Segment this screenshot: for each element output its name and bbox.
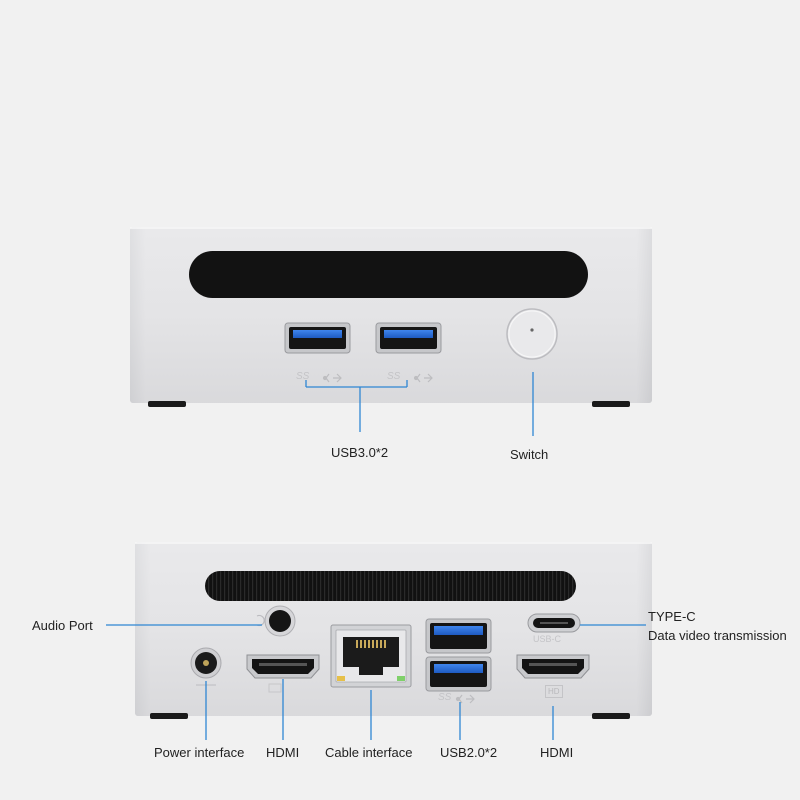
back-foot-right [592,713,630,719]
dc-power-jack [190,647,222,686]
back-unit [106,542,652,740]
audio-jack [256,605,296,637]
usb3-port-left [284,322,351,354]
ss-mark-left: SS [296,371,310,382]
cable-interface-label: Cable interface [325,745,413,760]
hd-mark: HD [545,685,563,698]
usb-c-port [527,613,581,633]
front-vent-slot [189,251,588,298]
ss-mark-back: SS [438,692,452,703]
usb3-port-right [375,322,442,354]
ss-usb-icon-left [322,373,342,383]
hdmi-right-label: HDMI [540,745,574,760]
usb2-port-bottom [425,656,492,692]
usb2-label: USB2.0*2 [440,745,498,760]
back-foot-left [150,713,188,719]
front-unit [130,227,652,436]
ss-usb-icon-right [413,373,433,383]
hdmi-left-label: HDMI [266,745,300,760]
power-button [506,308,558,360]
usb3-label: USB3.0*2 [331,445,389,460]
back-callout-lines [106,624,646,740]
typec-title-label: TYPE-C [648,609,696,624]
ss-mark-right: SS [387,371,401,382]
switch-label: Switch [510,447,549,462]
ss-usb-icon-back [455,694,475,704]
front-foot-left [148,401,186,407]
ethernet-port [330,624,412,688]
front-foot-right [592,401,630,407]
front-callout-lines [305,372,534,436]
audio-port-label: Audio Port [32,618,93,633]
power-interface-label: Power interface [154,745,245,760]
hdmi-port-left [246,654,320,693]
hdmi-port-right [516,654,590,679]
usb2-port-top [425,618,492,654]
usb-c-mark: USB-C [533,634,562,644]
typec-desc-label: Data video transmission [648,628,787,643]
back-vent-grille [205,571,576,601]
